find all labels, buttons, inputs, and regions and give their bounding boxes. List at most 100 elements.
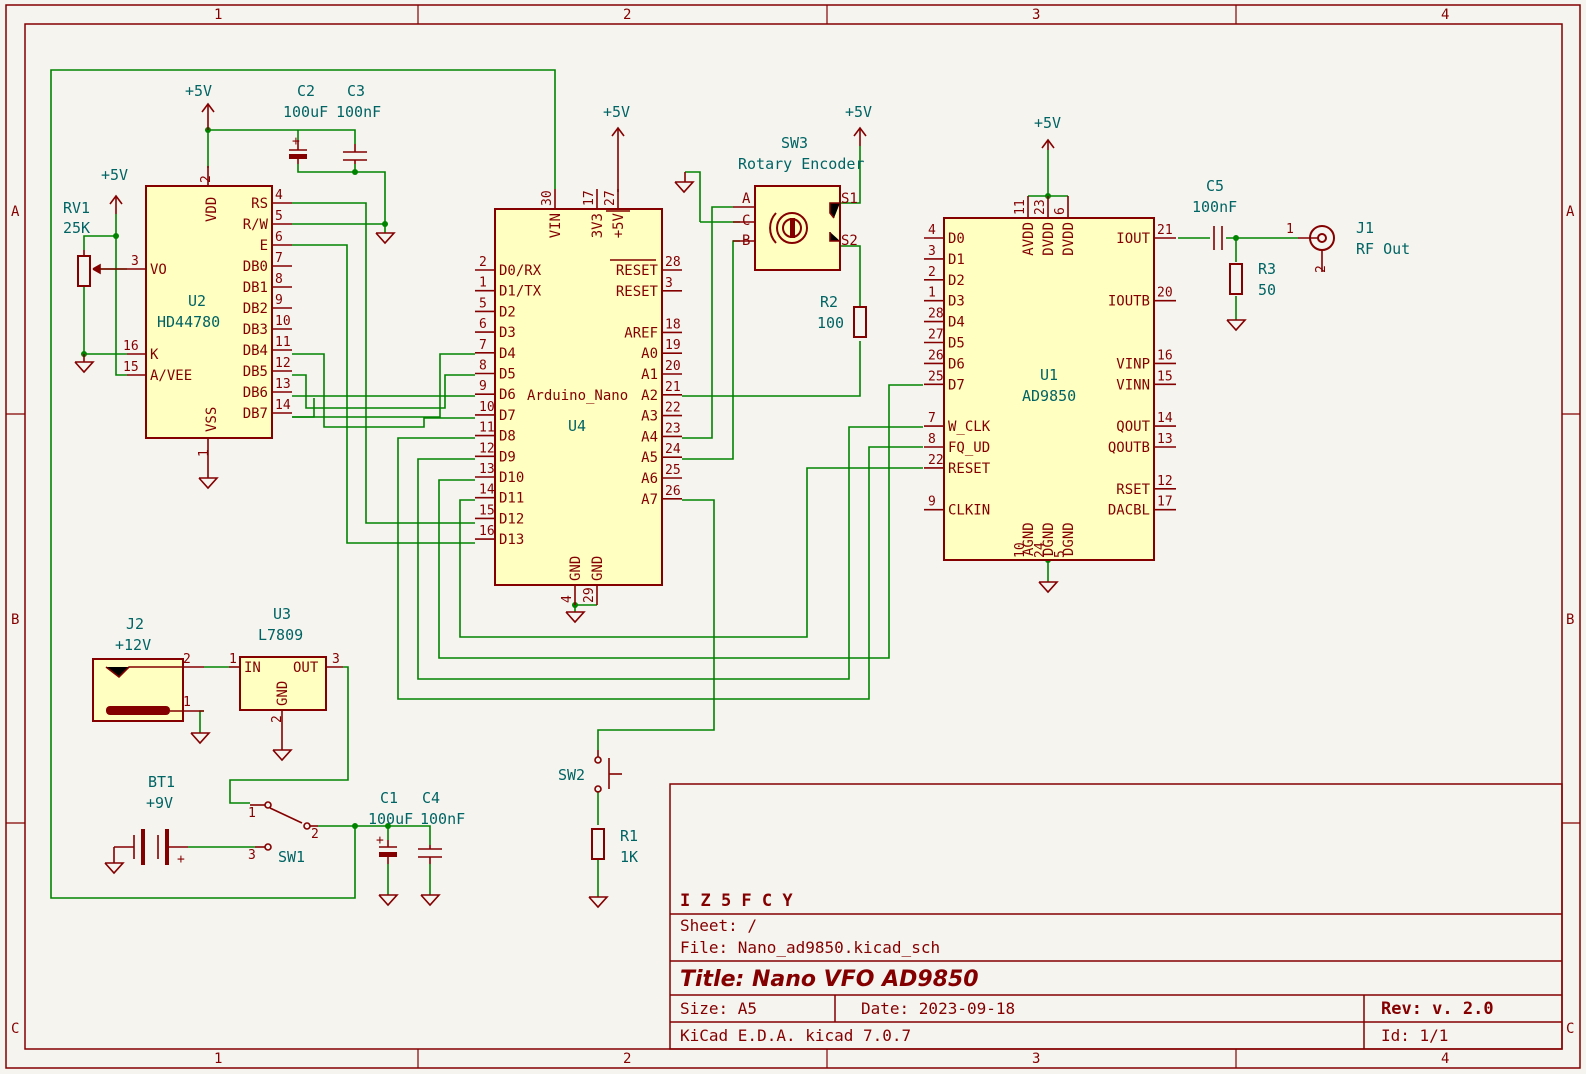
pin-number: 11 — [275, 335, 291, 350]
pin-number: 27 — [603, 190, 618, 206]
pin-number: 23 — [665, 421, 681, 436]
pin-number: 15 — [123, 360, 139, 375]
pin-name: D10 — [499, 470, 524, 486]
pin-name: RSET — [1116, 482, 1150, 498]
pin-number: 15 — [479, 503, 495, 518]
pin-name: VINN — [1116, 377, 1150, 393]
pin-name: DB7 — [243, 406, 268, 422]
pin-number: 3 — [928, 244, 936, 259]
pin-name: D7 — [948, 377, 965, 393]
pin-number: 19 — [665, 338, 681, 353]
pin-name: DB1 — [243, 280, 268, 296]
c5-value: 100nF — [1192, 198, 1237, 216]
svg-text:+5V: +5V — [101, 166, 128, 184]
plus5v-u4: +5V — [603, 103, 630, 192]
col-label-3-top: 3 — [1032, 7, 1040, 23]
c2-capacitor: + C2 100uF — [283, 82, 328, 164]
pin-number: 10 — [479, 400, 495, 415]
rv1-ref: RV1 — [63, 199, 90, 217]
svg-text:IN: IN — [244, 660, 261, 676]
pin-number: 6 — [479, 317, 487, 332]
pin-number: 14 — [275, 398, 291, 413]
u2-ref: U2 — [188, 292, 206, 310]
bt1-ref: BT1 — [148, 773, 175, 791]
pin-number: 18 — [665, 317, 681, 332]
pin-name: DACBL — [1108, 503, 1150, 519]
pin-name: D8 — [499, 429, 516, 445]
pin-number: 12 — [1157, 474, 1173, 489]
svg-text:1: 1 — [183, 695, 191, 710]
svg-text:A: A — [742, 191, 751, 207]
pin-name: RESET — [616, 284, 659, 300]
pin-name: A7 — [641, 492, 658, 508]
u2-right-pins: 4RS5R/W6E7DB08DB19DB210DB311DB412DB513DB… — [243, 188, 292, 422]
sw3-value: Rotary Encoder — [738, 155, 864, 173]
pin-name: AVDD — [1021, 222, 1037, 256]
pin-name: DGND — [1041, 522, 1057, 556]
u1-right-pins: 21IOUT20IOUTB16VINP15VINN14QOUT13QOUTB12… — [1108, 223, 1176, 519]
row-label-c-left: C — [11, 1021, 19, 1037]
pin-number: 9 — [479, 379, 487, 394]
col-label-4-bottom: 4 — [1441, 1051, 1449, 1067]
svg-text:+: + — [292, 134, 300, 149]
pin-name: RS — [251, 196, 268, 212]
svg-text:1: 1 — [1286, 222, 1294, 237]
pin-name: RESET — [948, 461, 991, 477]
c4-value: 100nF — [420, 810, 465, 828]
pin-name: D6 — [948, 356, 965, 372]
r2-resistor: R2 100 — [817, 293, 867, 338]
u2-value: HD44780 — [157, 313, 220, 331]
row-label-b-right: B — [1566, 612, 1574, 628]
pin-name: QOUTB — [1108, 440, 1150, 456]
c4-capacitor: C4 100nF — [418, 789, 465, 864]
svg-text:GND: GND — [275, 681, 291, 706]
pin-name: DVDD — [1041, 222, 1057, 256]
pin-name: DB0 — [243, 259, 268, 275]
r2-value: 100 — [817, 314, 844, 332]
j2-value: +12V — [115, 636, 151, 654]
pin-name: A1 — [641, 367, 658, 383]
svg-text:2: 2 — [311, 827, 319, 842]
pin-name: A3 — [641, 409, 658, 425]
row-label-a-left: A — [11, 204, 20, 220]
col-label-1-top: 1 — [214, 7, 222, 23]
pin-name: GND — [590, 556, 606, 581]
pin-name: DB4 — [243, 343, 268, 359]
pin-name: IOUTB — [1108, 294, 1150, 310]
pin-number: 1 — [928, 286, 936, 301]
svg-text:2: 2 — [183, 652, 191, 667]
plus5v-u1: +5V — [1034, 114, 1061, 150]
pin-number: 2 — [479, 255, 487, 270]
pin-name: R/W — [243, 217, 269, 233]
pin-name: D1 — [948, 252, 965, 268]
pin-number: 1 — [479, 276, 487, 291]
pin-name: FQ_UD — [948, 440, 990, 456]
pin-number: 4 — [560, 595, 575, 603]
pin-name: DB3 — [243, 322, 268, 338]
sw1-power-switch: 1 2 3 SW1 — [248, 801, 319, 866]
pin-number: 17 — [582, 190, 597, 206]
svg-text:2: 2 — [1314, 265, 1329, 273]
pin-number: 5 — [1053, 550, 1068, 558]
svg-text:+: + — [177, 852, 185, 867]
pin-number: 12 — [479, 441, 495, 456]
pin-name: D3 — [948, 294, 965, 310]
pin-name: D1/TX — [499, 284, 542, 300]
pin-name: QOUT — [1116, 419, 1150, 435]
tb-sheet: Sheet: / — [680, 916, 757, 935]
tb-company: I Z 5 F C Y — [680, 891, 793, 911]
pin-name: W_CLK — [948, 419, 991, 435]
col-label-4-top: 4 — [1441, 7, 1449, 23]
pin-number: 11 — [479, 421, 495, 436]
pin-number: 16 — [123, 339, 139, 354]
pin-number: 25 — [928, 369, 944, 384]
pin-number: 4 — [928, 223, 936, 238]
pin-number: 8 — [928, 432, 936, 447]
r1-value: 1K — [620, 848, 638, 866]
c1-capacitor: + C1 100uF — [368, 789, 413, 864]
pin-name: K — [150, 347, 159, 363]
